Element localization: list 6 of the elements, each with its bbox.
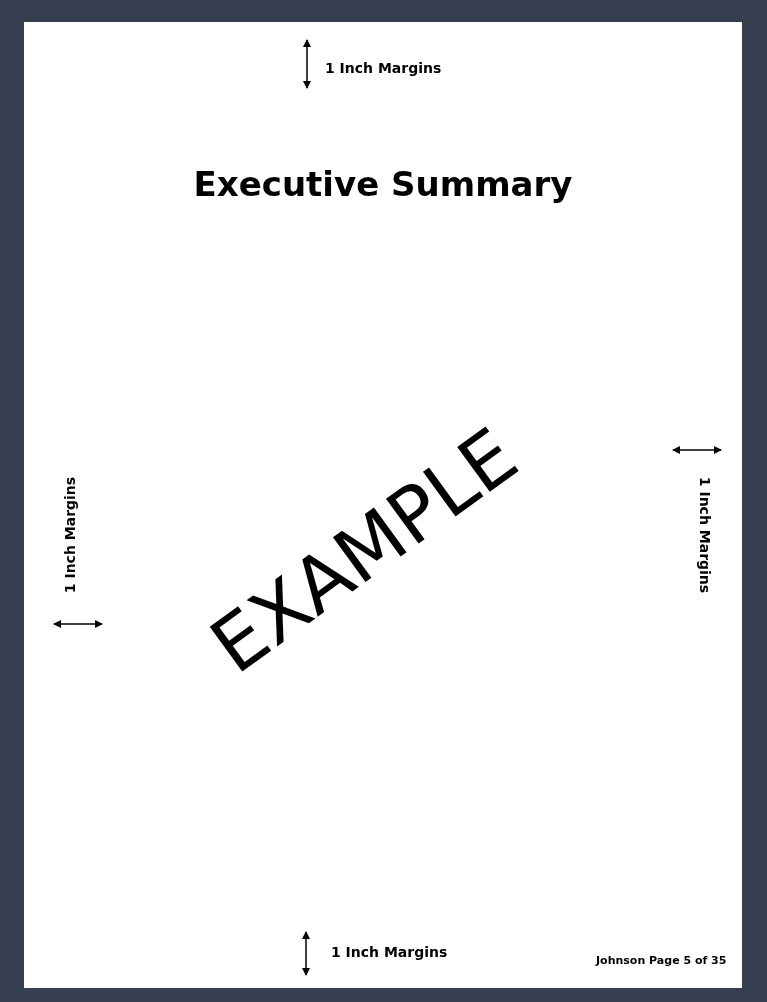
- page-number-text: Johnson Page 5 of 35: [596, 953, 727, 967]
- margin-label: 1 Inch Margins: [331, 944, 448, 960]
- margin-label: 1 Inch Margins: [697, 476, 714, 594]
- margin-label: 1 Inch Margins: [325, 60, 442, 76]
- page-title: Executive Summary: [192, 164, 574, 204]
- margin-label: 1 Inch Margins: [62, 476, 79, 594]
